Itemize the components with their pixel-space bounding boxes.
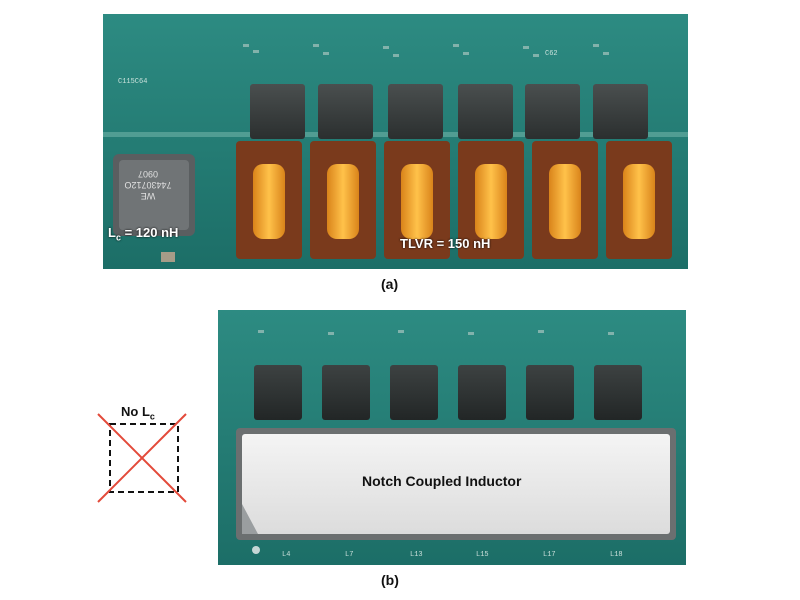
panel-a-photo	[103, 14, 688, 269]
lc-sub: c	[115, 232, 121, 243]
caption-a: (a)	[381, 276, 399, 292]
no-lc-sub: c	[149, 411, 155, 422]
tlvr-inductors	[236, 141, 672, 259]
marking-line: WE	[140, 191, 156, 201]
panel-b-photo	[218, 310, 686, 565]
silk-label: C62	[545, 50, 558, 58]
marking-line: 0907	[137, 169, 159, 179]
lc-suffix: = 120 nH	[120, 225, 179, 240]
lc-inductor-marking: WE 74430712O 0907	[118, 168, 178, 201]
tlvr-value-label: TLVR = 150 nH	[400, 236, 491, 251]
notch-inductor-body	[242, 434, 670, 534]
silk-label: L17	[543, 551, 556, 559]
marking-line: 74430712O	[124, 180, 172, 190]
silk-label: C115C64	[118, 78, 148, 86]
no-lc-cross-icon	[97, 413, 187, 503]
silk-label: L4	[282, 551, 291, 559]
power-stage-chips-b	[254, 365, 642, 420]
lc-prefix: L	[108, 225, 116, 240]
notch-inductor-label: Notch Coupled Inductor	[362, 473, 522, 489]
caption-b: (b)	[381, 572, 399, 588]
power-stage-chips-a	[250, 84, 648, 139]
no-lc-prefix: No L	[121, 404, 150, 419]
no-lc-label: No Lc	[121, 404, 155, 422]
silk-label: L13	[410, 551, 423, 559]
lc-value-label: Lc = 120 nH	[108, 225, 178, 243]
silk-label: L18	[610, 551, 623, 559]
silk-label: L15	[476, 551, 489, 559]
silk-label: L7	[345, 551, 354, 559]
